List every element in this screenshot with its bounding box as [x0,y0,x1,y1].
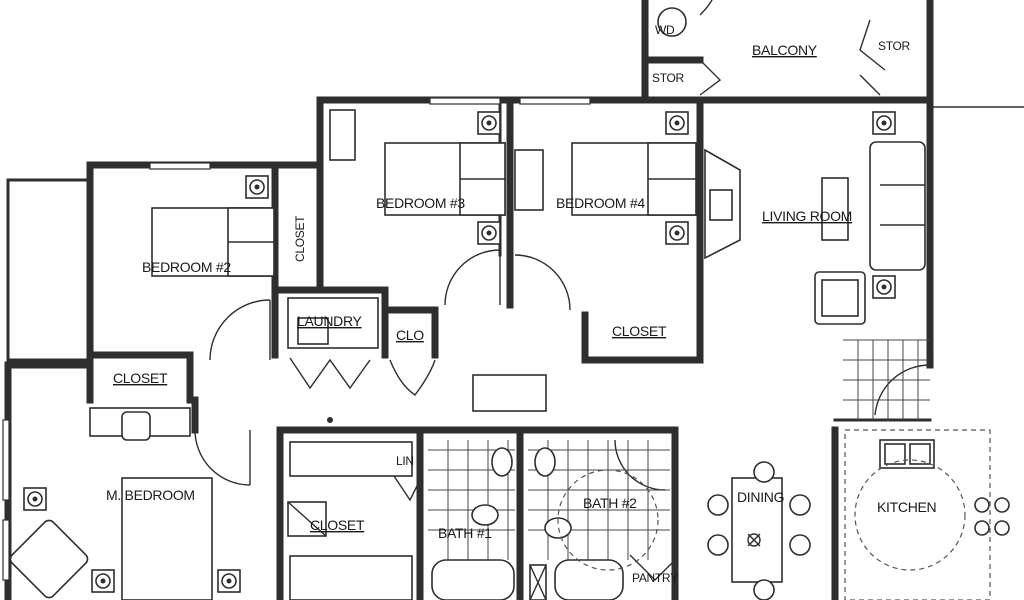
room-label-stor-left: STOR [652,71,685,85]
ceiling-fixture-icon [91,569,115,593]
room-label-laundry: LAUNDRY [297,313,363,329]
room-label-bedroom-2: BEDROOM #2 [142,259,231,275]
room-label-bedroom-4: BEDROOM #4 [556,195,645,211]
ceiling-fixture-icon [872,111,896,135]
room-label-closet-vertical: CLOSET [293,215,307,262]
room-label-bedroom-3: BEDROOM #3 [376,195,465,211]
room-label-closet-bed2: CLOSET [113,370,168,386]
ceiling-fixture-icon [245,175,269,199]
room-label-bath-1: BATH #1 [438,525,492,541]
room-label-balcony: BALCONY [752,42,818,58]
room-label-stor-right: STOR [878,39,911,53]
room-label-wd: WD [655,23,675,37]
ceiling-fixture-icon [665,111,689,135]
room-label-clo: CLO [396,327,424,343]
electrical-fixtures [23,111,896,593]
room-labels: WD BALCONY STOR STOR BEDROOM #3 BEDROOM … [106,23,937,585]
ceiling-fixture-icon [477,111,501,135]
room-label-kitchen: KITCHEN [877,499,936,515]
ceiling-fixture-icon [665,221,689,245]
room-label-dining: DINING [737,489,784,505]
room-label-pantry: PANTRY [632,571,678,585]
room-label-bath-2: BATH #2 [583,495,637,511]
light-fixture-icon [747,533,761,547]
light-fixture-icon [327,417,333,423]
room-label-lin: LIN [396,454,414,468]
room-label-m-bedroom: M. BEDROOM [106,487,195,503]
ceiling-fixture-icon [872,275,896,299]
furniture [9,7,1010,600]
room-label-closet-bed4: CLOSET [612,323,667,339]
room-label-living-room: LIVING ROOM [762,208,852,224]
doors [194,0,931,581]
room-label-closet-master: CLOSET [310,517,365,533]
windows [2,97,591,581]
ceiling-fixture-icon [217,569,241,593]
ceiling-fixture-icon [477,221,501,245]
tile-floors [428,339,930,600]
ceiling-fixture-icon [23,487,47,511]
